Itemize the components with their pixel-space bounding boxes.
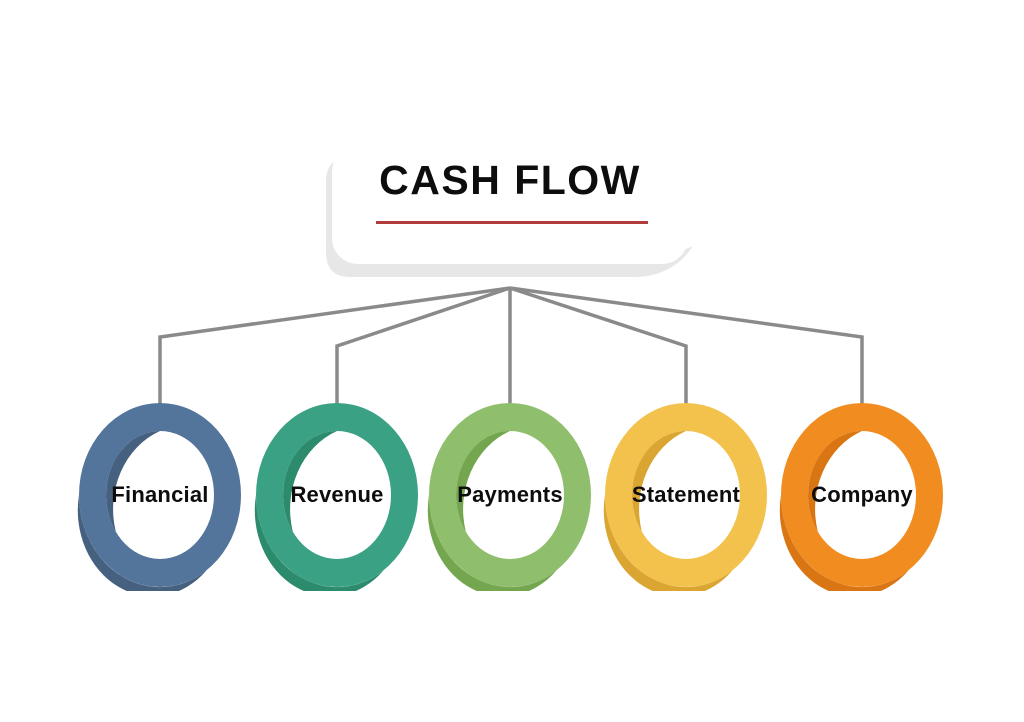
ring-shade-inner bbox=[632, 431, 686, 532]
node-label-company: Company bbox=[811, 482, 913, 507]
ring-body bbox=[256, 403, 418, 587]
ring-shade-inner bbox=[106, 431, 160, 532]
node-label-revenue: Revenue bbox=[290, 482, 384, 507]
node-payments: Payments bbox=[425, 399, 595, 591]
ring-body bbox=[429, 403, 591, 587]
node-revenue: Revenue bbox=[252, 399, 422, 591]
connector-financial bbox=[158, 286, 511, 407]
title-block: CASH FLOW bbox=[332, 157, 688, 203]
ring-shade-outer bbox=[77, 495, 207, 591]
ring-shade-outer bbox=[254, 495, 384, 591]
node-financial: Financial bbox=[75, 399, 245, 591]
title-underline bbox=[376, 221, 648, 224]
ring-shade-inner bbox=[283, 431, 337, 532]
connector-company bbox=[509, 286, 864, 407]
node-company: Company bbox=[777, 399, 947, 591]
ring-shade-inner bbox=[808, 431, 862, 532]
ring-shade-outer bbox=[427, 495, 557, 591]
node-label-statement: Statement bbox=[631, 482, 741, 507]
financial-ring-icon bbox=[77, 403, 241, 591]
page-title: CASH FLOW bbox=[379, 157, 641, 203]
revenue-ring-icon bbox=[254, 403, 418, 591]
ring-shade-outer bbox=[603, 495, 733, 591]
ring-shade-outer bbox=[779, 495, 909, 591]
connector-revenue bbox=[335, 286, 511, 407]
node-statement: Statement bbox=[601, 399, 771, 591]
connector-lines bbox=[158, 286, 864, 407]
statement-ring-icon bbox=[603, 403, 767, 591]
node-label-financial: Financial bbox=[111, 482, 209, 507]
ring-body bbox=[781, 403, 943, 587]
connector-statement bbox=[509, 286, 688, 407]
company-ring-icon bbox=[779, 403, 943, 591]
title-card bbox=[332, 146, 688, 264]
payments-ring-icon bbox=[427, 403, 591, 591]
ring-body bbox=[79, 403, 241, 587]
ring-shade-inner bbox=[456, 431, 510, 532]
ring-body bbox=[605, 403, 767, 587]
node-label-payments: Payments bbox=[457, 482, 563, 507]
